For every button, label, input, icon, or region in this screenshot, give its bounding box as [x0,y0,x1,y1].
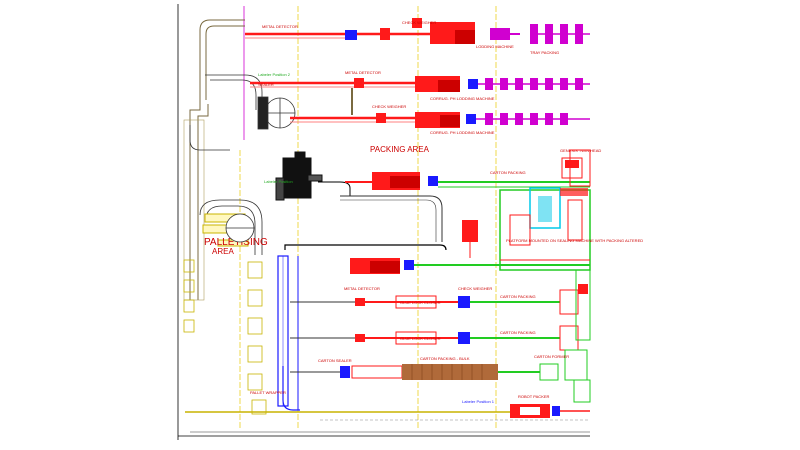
row4-return-conveyor-2 [340,199,437,242]
red-unit-mid [462,220,478,242]
check-weigher-label-1: CHECK WEIGHER [402,20,436,25]
check-weigher-label-2: CHECK WEIGHER [372,104,406,109]
carton-packing-label-3: CARTON PACKING [500,330,536,335]
robot-arm-conveyor [318,181,351,196]
palletising-area-label-2: AREA [212,247,234,256]
lodding-machine-label-row3: CORRUG. PH LODDING MACHINE [430,130,495,135]
line-row-5 [284,244,590,274]
line-row-1 [245,18,590,44]
carton-sealer-label: CARTON SEALER [318,358,352,363]
lodding-machine-label-row2: CORRUG. PH LODDING MACHINE [430,96,495,101]
carton-packing-bulk-label: CARTON PACKING - BULK [420,356,470,361]
sealing-platform [499,187,591,271]
metal-detector-label-3: METAL DETECTOR [344,286,380,291]
carton-packing-label-1: CARTON PACKING [490,170,526,175]
pallet-wrapper-label: PALLET WRAPPER [250,390,286,395]
pallet-wrapper-units [225,96,296,243]
blue-vertical-conveyor [277,255,300,411]
glue-lock-closer-label-1: GLUE LOCK CLOSER [400,300,441,305]
line-row-7 [290,325,579,351]
glue-lock-closer-label-2: GLUE LOCK CLOSER [400,336,441,341]
metal-detector-label-2: METAL DETECTOR [345,70,381,75]
robot-packer-label: ROBOT PACKER [518,394,550,399]
platform-label: PLATFORM MOUNTED ON SEALING MACHINE WITH… [506,238,643,243]
packing-area-label: PACKING AREA [370,145,430,154]
line-row-4 [345,157,590,190]
metal-detector-label-1: METAL DETECTOR [262,24,298,29]
drawing-frame [177,4,590,440]
labeler-position-1-label: Labeler Position 1 [462,399,495,404]
sealer-label: SEALER [258,82,274,87]
labeler-position-2-label: Labeler Position 2 [258,72,291,77]
line-row-6 [290,289,579,315]
check-weigher-label-3: CHECK WEIGHER [458,286,492,291]
left-spiral-conveyor [183,19,245,301]
palletising-loops [189,74,263,255]
row4-return-conveyor [340,195,443,242]
tray-packing-label: TRAY PACKING [530,50,559,55]
line-row-9 [185,404,590,418]
carton-former-label: CARTON FORMER [534,354,569,359]
line-row-2 [250,76,590,92]
labeler-position-mid-label: Labeler Position [264,179,293,184]
left-pallet-positions [183,259,267,415]
carton-packing-label-2: CARTON PACKING [500,294,536,299]
palletising-area-label-1: PALLETISING [204,237,268,248]
lodding-machine-label-top: LODDING MACHINE [476,44,514,49]
line-row-3 [290,112,590,128]
right-edge-equipment [569,149,591,403]
robot-palletiser [275,151,323,201]
line-row-8 [290,349,588,381]
